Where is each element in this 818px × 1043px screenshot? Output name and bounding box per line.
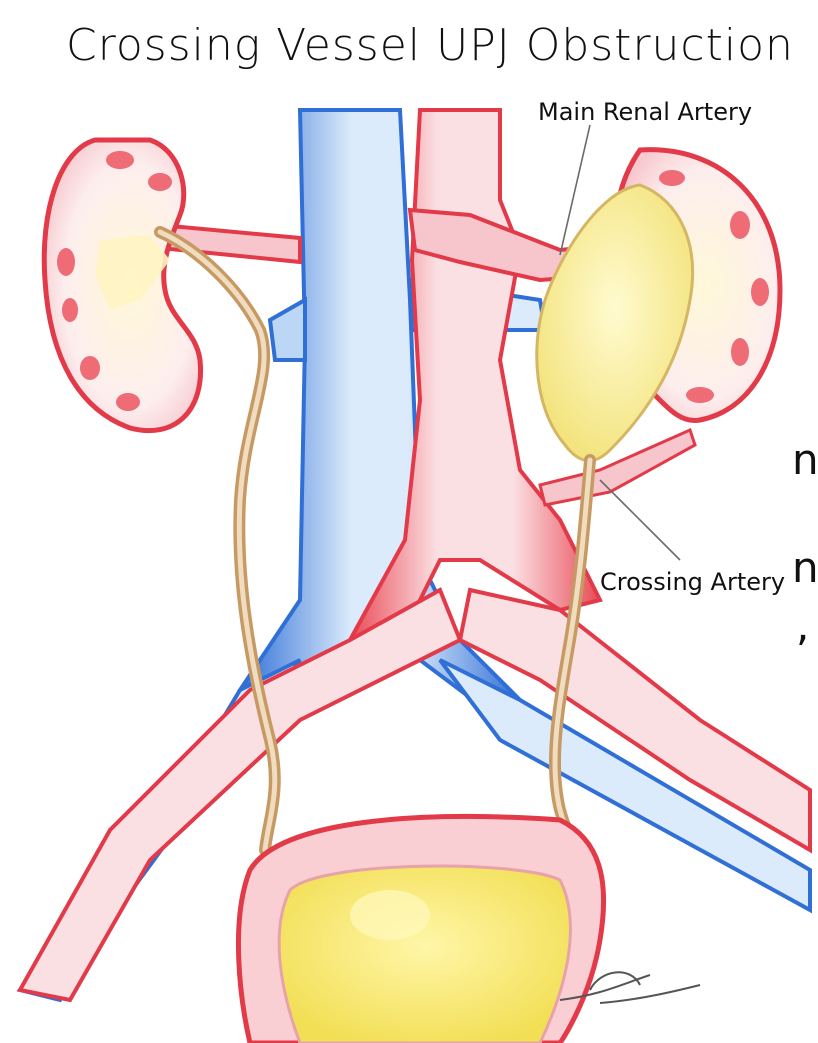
label-crossing-artery: Crossing Artery xyxy=(600,568,785,596)
label-main-renal-artery: Main Renal Artery xyxy=(538,98,752,126)
bladder xyxy=(238,817,603,1043)
edge-fragment-1: n xyxy=(792,435,818,484)
dilated-renal-pelvis xyxy=(537,185,693,461)
left-kidney xyxy=(44,140,200,431)
diagram-title: Crossing Vessel UPJ Obstruction xyxy=(66,20,794,71)
crossing-artery-leader xyxy=(600,480,680,560)
left-renal-vein xyxy=(270,300,305,360)
edge-fragment-3: , xyxy=(796,601,809,650)
edge-fragment-2: n xyxy=(792,543,818,592)
